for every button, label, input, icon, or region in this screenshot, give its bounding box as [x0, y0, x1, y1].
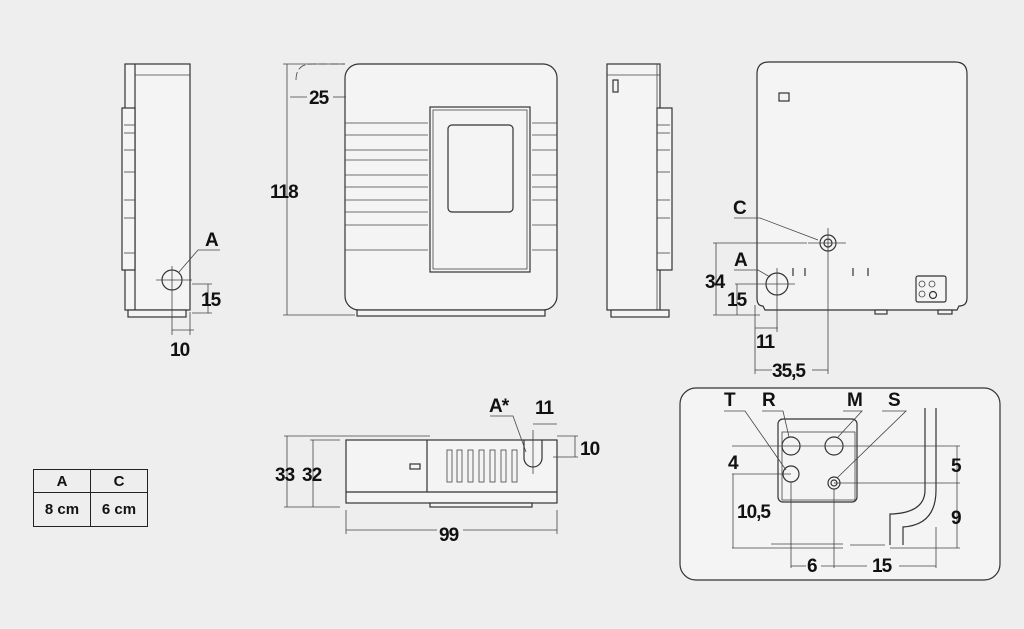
- dim-118: 118: [270, 182, 298, 203]
- dim-32: 32: [302, 465, 322, 486]
- label-a: A: [205, 230, 219, 251]
- label-c: C: [733, 198, 747, 219]
- connection-detail: T R M S 4 10,5 5 9 6 15: [679, 387, 1001, 581]
- label-t: T: [724, 390, 736, 411]
- label-m: M: [847, 390, 862, 411]
- dim-11-back: 11: [756, 332, 776, 353]
- dim-5: 5: [951, 456, 962, 477]
- dim-4: 4: [728, 453, 739, 474]
- dim-11-top: 11: [535, 398, 555, 419]
- dim-15: 15: [201, 290, 222, 311]
- side-view-right: [606, 63, 673, 318]
- table-value-c: 6 cm: [90, 492, 148, 527]
- dim-34: 34: [705, 272, 726, 293]
- dim-10-top: 10: [580, 439, 600, 460]
- dim-10-5: 10,5: [737, 502, 771, 523]
- top-view: A* 11 10 33 32 99: [275, 396, 601, 546]
- table-value-a: 8 cm: [33, 492, 91, 527]
- dim-33: 33: [275, 465, 295, 486]
- dim-35-5: 35,5: [772, 361, 806, 382]
- dim-15-back: 15: [727, 290, 748, 311]
- label-a-star: A*: [489, 396, 510, 417]
- dim-15-detail: 15: [872, 556, 893, 577]
- dim-25: 25: [309, 88, 330, 109]
- dim-10: 10: [170, 340, 190, 361]
- label-r: R: [762, 390, 776, 411]
- front-view: 118 25: [270, 63, 558, 317]
- side-view-left: A 15 10: [121, 63, 223, 361]
- table-header-c: C: [90, 469, 148, 493]
- dim-6: 6: [807, 556, 817, 577]
- dim-9: 9: [951, 508, 961, 529]
- outlet-size-table: A C 8 cm 6 cm: [33, 469, 148, 527]
- label-a-back: A: [734, 250, 748, 271]
- table-header-a: A: [33, 469, 91, 493]
- label-s: S: [888, 390, 900, 411]
- dim-99: 99: [439, 525, 459, 546]
- back-view: C A 34 15 11 35,5: [705, 61, 968, 382]
